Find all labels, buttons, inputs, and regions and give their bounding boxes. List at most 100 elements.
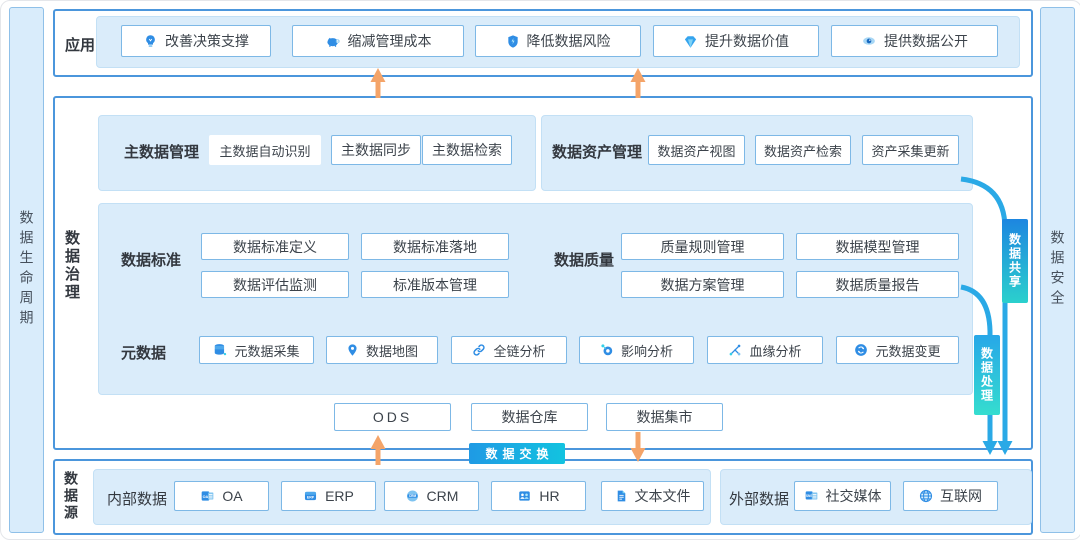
chip-master-sync[interactable]: 主数据同步 (331, 135, 421, 165)
chip-hr[interactable]: HR (491, 481, 586, 511)
sidebar-data-lifecycle: 数据生命周期 (9, 7, 44, 533)
chip-increase-value[interactable]: 提升数据价值 (653, 25, 819, 57)
chip-label: 文本文件 (634, 488, 691, 504)
chip-text-file[interactable]: 文本文件 (601, 481, 704, 511)
svg-text:SNS: SNS (805, 494, 812, 498)
chip-label: 缩减管理成本 (347, 33, 432, 49)
chip-ods[interactable]: ODS (334, 403, 451, 431)
data-security-label: 数据安全 (1049, 230, 1066, 310)
application-section-label: 应用 (65, 37, 96, 54)
chip-full-chain-analysis[interactable]: 全链分析 (451, 336, 567, 364)
data-standard-label: 数据标准 (121, 252, 182, 269)
chip-label: 数据模型管理 (835, 238, 920, 255)
chip-label: 数据标准落地 (393, 238, 477, 255)
chip-label: 质量规则管理 (660, 238, 745, 255)
chip-internet[interactable]: 互联网 (903, 481, 998, 511)
data-share-label: 数据共享 (1007, 233, 1022, 289)
chip-reduce-risk[interactable]: 降低数据风险 (475, 25, 641, 57)
standard-quality-metadata-panel (98, 203, 973, 395)
chip-standard-evaluate[interactable]: 数据评估监测 (201, 271, 349, 298)
chip-label: 主数据自动识别 (219, 143, 311, 159)
chip-data-map[interactable]: 数据地图 (326, 336, 438, 364)
shield-icon (506, 34, 520, 49)
data-source-section-label: 数据源 (63, 471, 79, 522)
chip-label: 全链分析 (493, 343, 546, 359)
chip-asset-search[interactable]: 数据资产检索 (755, 135, 851, 165)
chip-social-media[interactable]: SNS 社交媒体 (794, 481, 891, 511)
data-share-badge: 数据共享 (1002, 219, 1028, 303)
piggy-bank-icon: $ (325, 34, 341, 49)
chip-metadata-change[interactable]: 元数据变更 (836, 336, 959, 364)
internal-data-label: 内部数据 (107, 491, 168, 508)
bulb-icon (143, 34, 158, 49)
sidebar-data-security: 数据安全 (1040, 7, 1075, 533)
diamond-icon (683, 34, 698, 49)
master-data-label: 主数据管理 (124, 144, 200, 161)
svg-text:CRM: CRM (408, 494, 416, 498)
hr-people-icon (517, 489, 532, 503)
chip-label: 改善决策支撑 (165, 33, 249, 49)
chip-oa[interactable]: OA OA (174, 481, 269, 511)
chip-metadata-collect[interactable]: 元数据采集 (199, 336, 314, 364)
chip-label: 标准版本管理 (393, 276, 477, 293)
chip-standard-define[interactable]: 数据标准定义 (201, 233, 349, 260)
external-data-label: 外部数据 (729, 491, 790, 508)
impact-icon (600, 343, 614, 357)
chip-lineage-analysis[interactable]: 血缘分析 (707, 336, 823, 364)
chip-reduce-cost[interactable]: $ 缩减管理成本 (292, 25, 464, 57)
lineage-icon (728, 343, 742, 357)
globe-icon (919, 489, 933, 503)
eye-icon (861, 34, 877, 48)
chip-label: 提升数据价值 (705, 33, 789, 49)
chip-label: 数据集市 (636, 409, 693, 425)
svg-text:ERP: ERP (307, 496, 315, 500)
chip-quality-report[interactable]: 数据质量报告 (796, 271, 959, 298)
chip-label: 数据资产视图 (657, 143, 736, 159)
database-icon (213, 343, 227, 357)
chip-label: 社交媒体 (825, 488, 882, 504)
chip-data-warehouse[interactable]: 数据仓库 (471, 403, 588, 431)
chip-crm[interactable]: CRM CRM (384, 481, 479, 511)
chip-label: 互联网 (940, 488, 982, 504)
change-icon (854, 343, 868, 357)
chip-label: 数据地图 (365, 343, 418, 359)
chip-master-search[interactable]: 主数据检索 (422, 135, 512, 165)
data-asset-label: 数据资产管理 (552, 144, 643, 161)
map-pin-icon (346, 343, 359, 357)
chip-label: 降低数据风险 (526, 33, 611, 49)
data-lifecycle-label: 数据生命周期 (18, 210, 35, 330)
chip-label: 数据方案管理 (660, 276, 745, 293)
oa-doc-icon: OA (200, 489, 215, 503)
text-file-icon (615, 489, 628, 503)
chip-data-publicity[interactable]: 提供数据公开 (831, 25, 998, 57)
link-icon (472, 343, 486, 357)
chip-impact-analysis[interactable]: 影响分析 (579, 336, 694, 364)
chip-improve-decision[interactable]: 改善决策支撑 (121, 25, 271, 57)
chip-label: 元数据变更 (875, 343, 941, 359)
data-process-label: 数据处理 (979, 347, 994, 403)
data-quality-label: 数据质量 (554, 252, 615, 269)
chip-label: 血缘分析 (749, 343, 802, 359)
chip-label: 数据标准定义 (233, 238, 317, 255)
chip-label: CRM (426, 488, 459, 504)
chip-label: HR (539, 488, 560, 504)
chip-label: ERP (325, 488, 354, 504)
social-media-icon: SNS (804, 489, 819, 503)
chip-label: 数据评估监测 (233, 276, 317, 293)
chip-label: 主数据检索 (432, 142, 502, 158)
chip-standard-implement[interactable]: 数据标准落地 (361, 233, 509, 260)
chip-data-plan[interactable]: 数据方案管理 (621, 271, 784, 298)
chip-data-mart[interactable]: 数据集市 (606, 403, 723, 431)
chip-label: 数据仓库 (501, 409, 558, 425)
chip-master-auto-identify[interactable]: 主数据自动识别 (209, 135, 321, 165)
chip-quality-rule[interactable]: 质量规则管理 (621, 233, 784, 260)
chip-label: 数据质量报告 (835, 276, 920, 293)
chip-label: 影响分析 (620, 343, 673, 359)
chip-standard-version[interactable]: 标准版本管理 (361, 271, 509, 298)
chip-label: 资产采集更新 (871, 143, 950, 159)
chip-data-model[interactable]: 数据模型管理 (796, 233, 959, 260)
chip-asset-view[interactable]: 数据资产视图 (648, 135, 745, 165)
data-process-badge: 数据处理 (974, 335, 1000, 415)
chip-asset-collect-update[interactable]: 资产采集更新 (862, 135, 959, 165)
chip-erp[interactable]: ERP ERP (281, 481, 376, 511)
